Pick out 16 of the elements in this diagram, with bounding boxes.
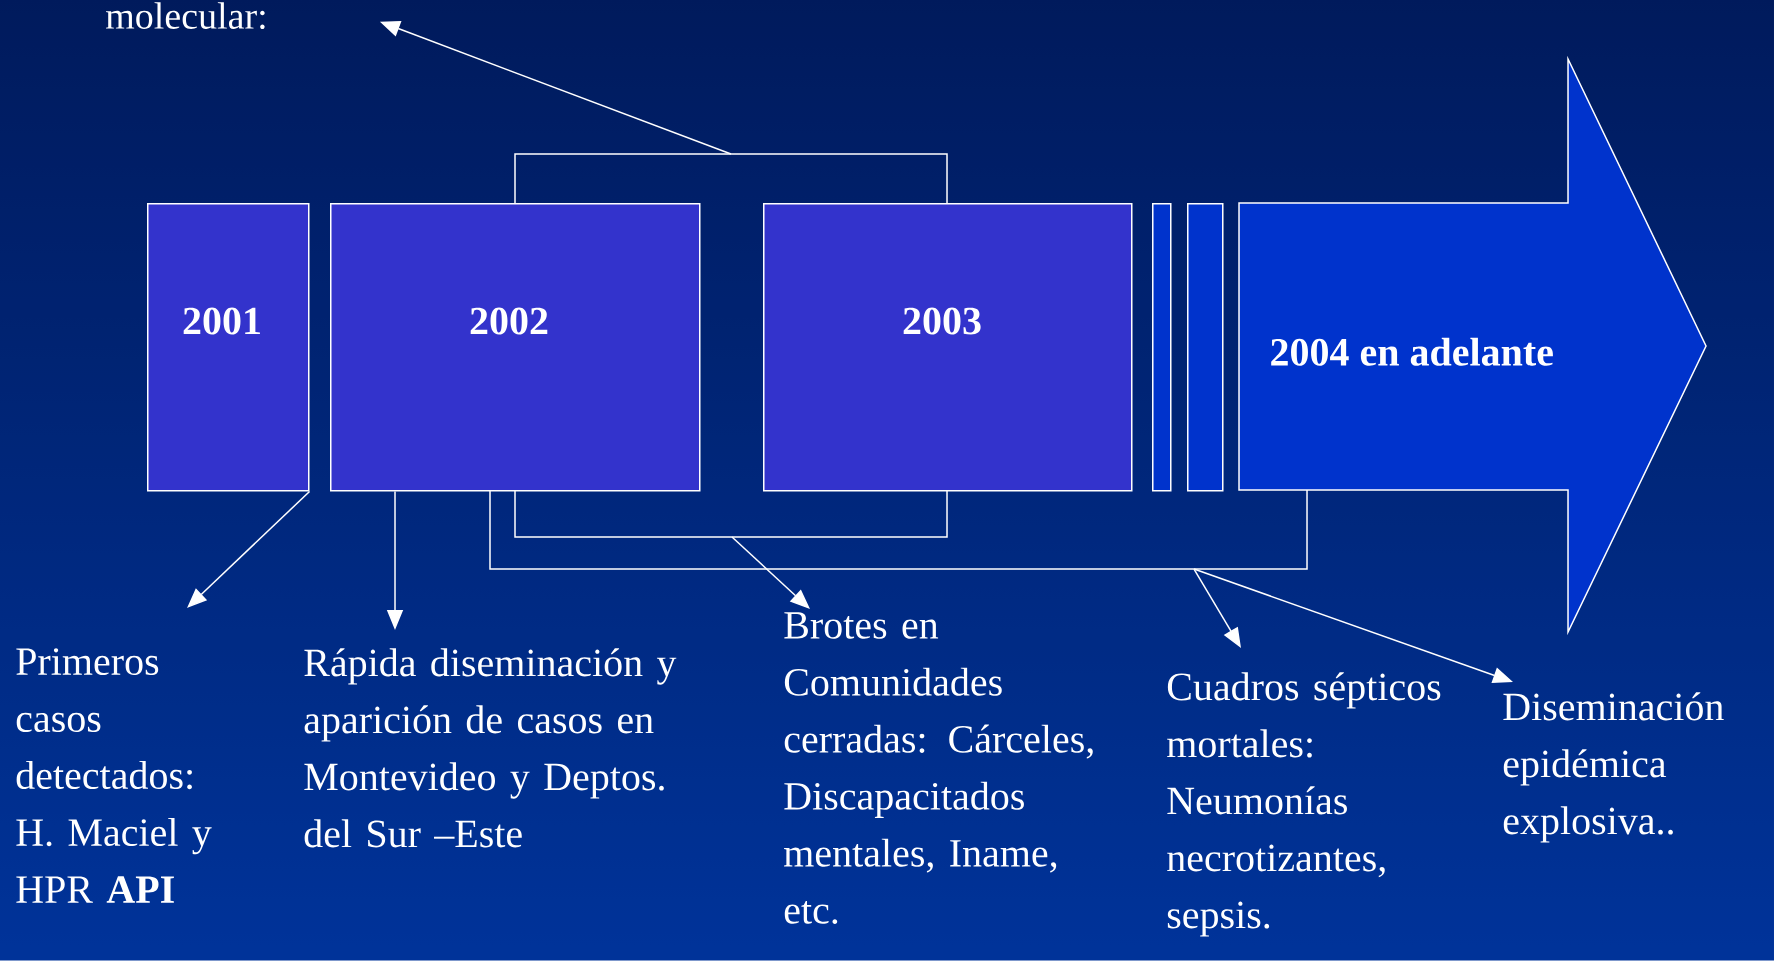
year-box: 2002 [330, 203, 701, 492]
bracket [489, 489, 1308, 570]
year-box: 2003 [763, 203, 1133, 492]
bracket [514, 489, 948, 538]
bracket [514, 153, 948, 204]
arrow [187, 490, 311, 608]
year-box: 2001 [147, 203, 310, 492]
note-text: Diseminación epidémica explosiva.. [1503, 692, 1724, 843]
bar [1152, 203, 1172, 492]
note-text: Primeros casos detectados: H. Maciel y HPR API [16, 648, 212, 903]
bar [1187, 203, 1224, 492]
note-text: molecular: [106, 2, 265, 30]
note-text: Cuadros sépticos mortales: Neumonías necrotizantes, sepsis. [1167, 672, 1441, 937]
note-text: Rápida diseminación y aparición de casos en Montevideo y Deptos. del Sur –Este [304, 648, 677, 848]
note-text: Brotes en Comunidades cerradas: Cárceles, Discapacitados mentales, Iname, etc. [784, 612, 1093, 924]
arrow [731, 536, 810, 609]
